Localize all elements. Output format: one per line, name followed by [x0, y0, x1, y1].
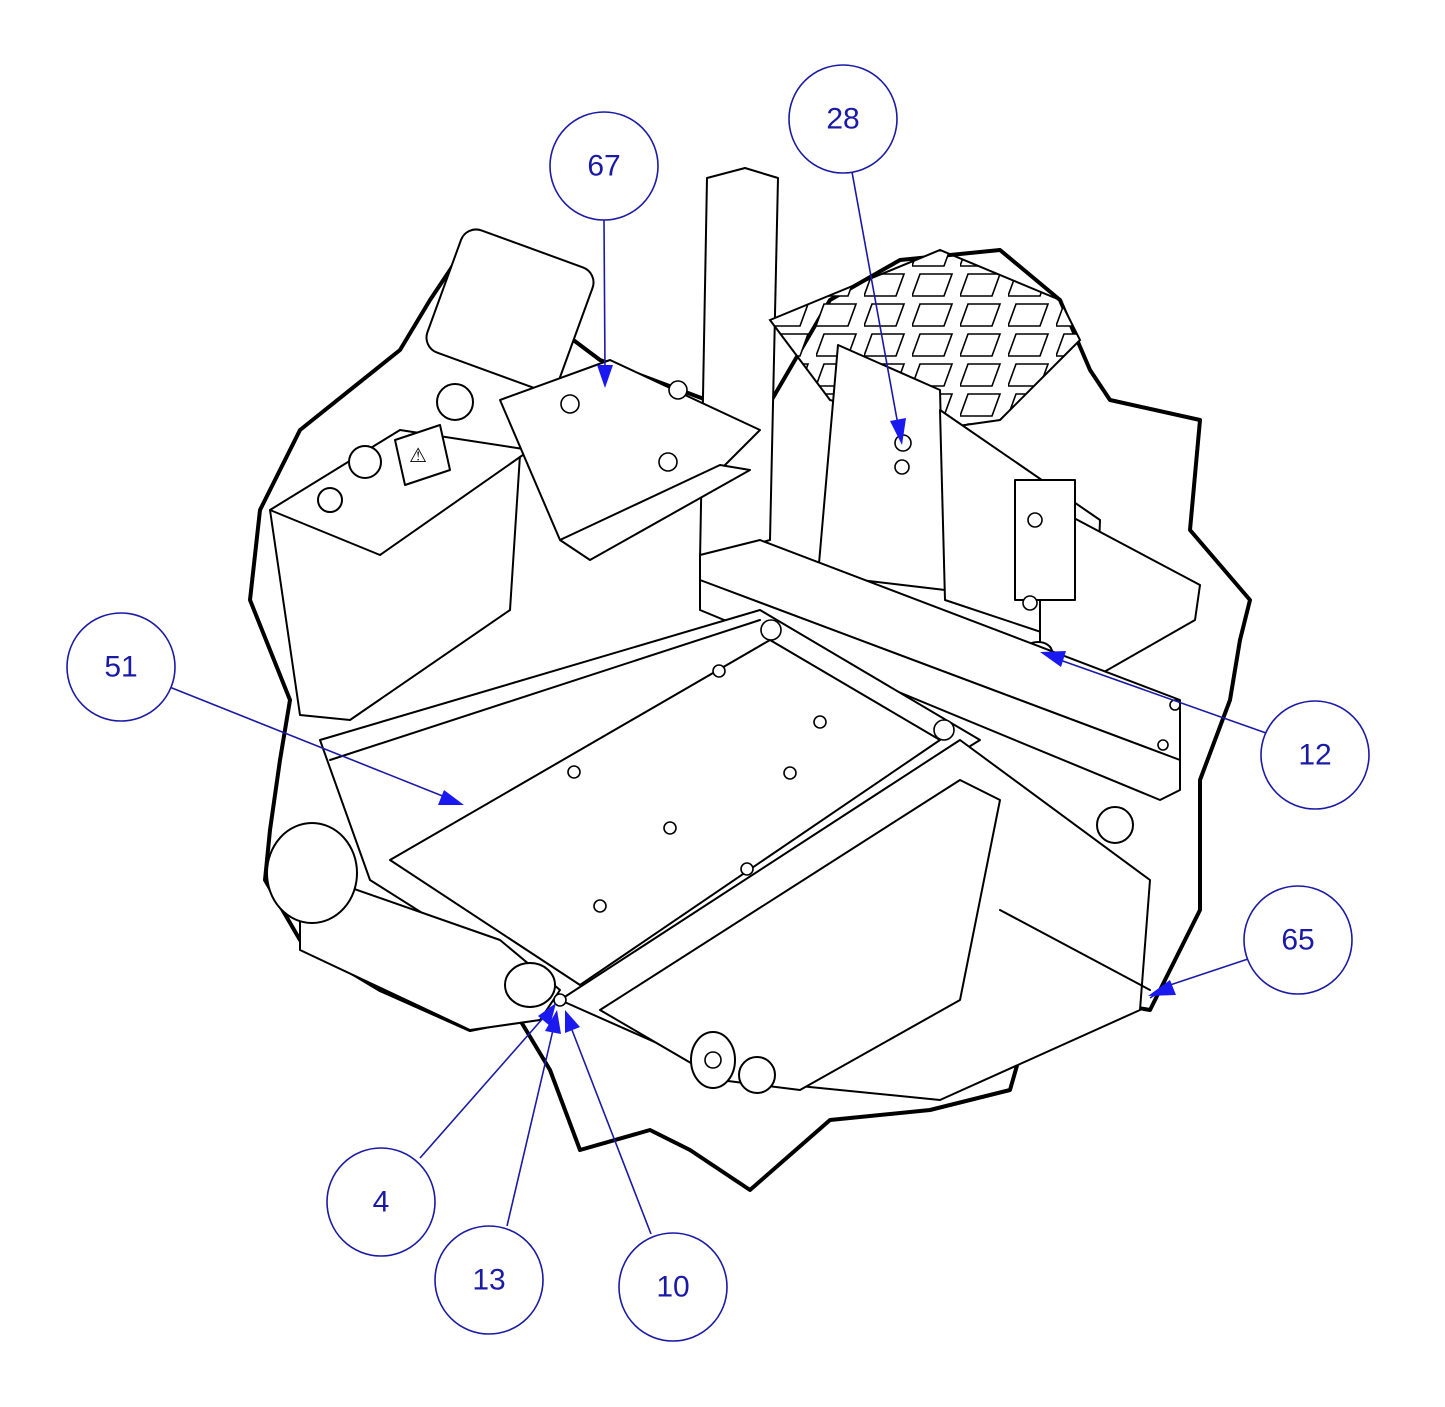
small-bolt: [553, 993, 567, 1007]
leader-67: [603, 219, 606, 371]
battery-cap: [317, 487, 343, 513]
callout-circle-10: [618, 1232, 728, 1342]
callout-circle-65: [1243, 885, 1353, 995]
bracket-bolt-upper: [1027, 512, 1043, 528]
hold-down-bolt-a: [560, 394, 580, 414]
arrow-28: [890, 418, 906, 445]
callout-label-12: 12: [1298, 739, 1331, 772]
fuel-cap: [266, 822, 358, 924]
callout-circle-28: [788, 64, 898, 174]
plate-hole-7: [593, 899, 607, 913]
clevis-hole: [704, 1051, 722, 1069]
arrow-65: [1148, 980, 1176, 996]
arrow-67: [597, 365, 613, 388]
callout-13: 13: [434, 1225, 544, 1335]
callout-28: 28: [788, 64, 898, 174]
callout-label-51: 51: [104, 651, 137, 684]
callout-label-13: 13: [472, 1264, 505, 1297]
leader-51: [166, 685, 446, 798]
arrow-12: [1040, 651, 1066, 667]
arrow-10: [565, 1010, 580, 1033]
bracket-bolt-lower: [1022, 595, 1038, 611]
leader-28: [851, 171, 899, 426]
hold-down-bolt-c: [668, 380, 688, 400]
callout-circle-67: [549, 111, 659, 221]
callout-4: 4: [326, 1147, 436, 1257]
callout-leaders: [166, 171, 1267, 1235]
right-box: [1039, 499, 1201, 681]
hold-down-flange: [559, 464, 751, 561]
callout-51: 51: [66, 612, 176, 722]
warning-triangle-icon: ⚠: [409, 443, 427, 467]
arrow-13: [545, 1010, 561, 1034]
warning-symbol-box: [394, 424, 451, 486]
callout-label-28: 28: [826, 103, 859, 136]
arrow-51: [438, 790, 464, 805]
tube-bracket: [299, 869, 561, 1031]
callout-67: 67: [549, 111, 659, 221]
lower-bolt: [738, 1056, 776, 1094]
plate-hole-6: [740, 862, 754, 876]
callout-circle-4: [326, 1147, 436, 1257]
beam-hole-b: [1157, 739, 1169, 751]
callout-circle-13: [434, 1225, 544, 1335]
callout-label-10: 10: [656, 1271, 689, 1304]
leader-4: [419, 1016, 545, 1159]
callout-10: 10: [618, 1232, 728, 1342]
leader-13: [506, 1029, 554, 1227]
battery-terminal-box: [425, 228, 595, 392]
trough-bolt: [1096, 806, 1134, 844]
plate-hole-3: [567, 765, 581, 779]
callout-label-67: 67: [587, 150, 620, 183]
hold-down-bolt-b: [658, 452, 678, 472]
tube-end: [504, 962, 556, 1008]
battery-terminal-positive: [436, 383, 474, 421]
callout-circle-51: [66, 612, 176, 722]
hinge-block: [1014, 479, 1076, 601]
cross-beam-edge: [699, 579, 1181, 761]
upright-post: [699, 167, 779, 561]
leader-10: [571, 1029, 652, 1235]
plate-hole-5: [663, 821, 677, 835]
battery-terminal-negative: [348, 445, 382, 479]
callout-label-65: 65: [1281, 924, 1314, 957]
callout-12: 12: [1260, 700, 1370, 810]
leader-65: [1169, 958, 1249, 986]
callout-65: 65: [1243, 885, 1353, 995]
callout-circle-12: [1260, 700, 1370, 810]
plate-bolt-top: [760, 619, 782, 641]
trough-edge: [999, 909, 1151, 991]
plate-hole-1: [712, 664, 726, 678]
leader-12: [1059, 659, 1267, 734]
plate-hole-2: [813, 715, 827, 729]
plate-hole-4: [783, 766, 797, 780]
callout-label-4: 4: [373, 1186, 390, 1219]
nut-lower: [894, 459, 910, 475]
plate-bolt-right: [933, 719, 955, 741]
floor-plate-rail: [329, 619, 761, 761]
